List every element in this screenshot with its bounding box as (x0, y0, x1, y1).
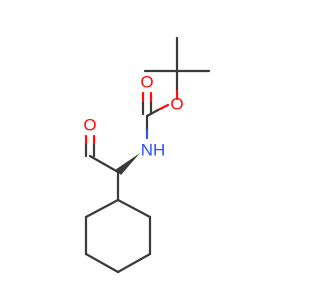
ring-bond-6 (84, 198, 120, 219)
nitrogen-label: NH (141, 141, 166, 160)
aldehyde-group (84, 134, 96, 158)
ester-oxygen-label: O (170, 95, 183, 114)
tert-butyl-group (143, 36, 211, 101)
bond-ester-oxygen-to-carbonyl-dark (145, 108, 160, 118)
stereo-wedge-bond (115, 153, 140, 175)
ring-bond-4 (84, 252, 120, 274)
carbamate-group (141, 91, 170, 140)
ring-bond-3 (116, 252, 152, 274)
structure-canvas: O O O NH (83, 36, 211, 274)
carbonyl-oxygen-label: O (140, 73, 153, 92)
alpha-carbon-center (88, 153, 140, 202)
cyclohexyl-ring (84, 198, 152, 274)
bond-alpha-to-aldehyde-carbon (88, 154, 120, 174)
aldehyde-oxygen-label: O (83, 116, 96, 135)
molecule-diagram: O O O NH (83, 36, 211, 274)
ring-bond-1 (116, 198, 152, 219)
bond-ester-oxygen-to-carbonyl (156, 103, 170, 112)
